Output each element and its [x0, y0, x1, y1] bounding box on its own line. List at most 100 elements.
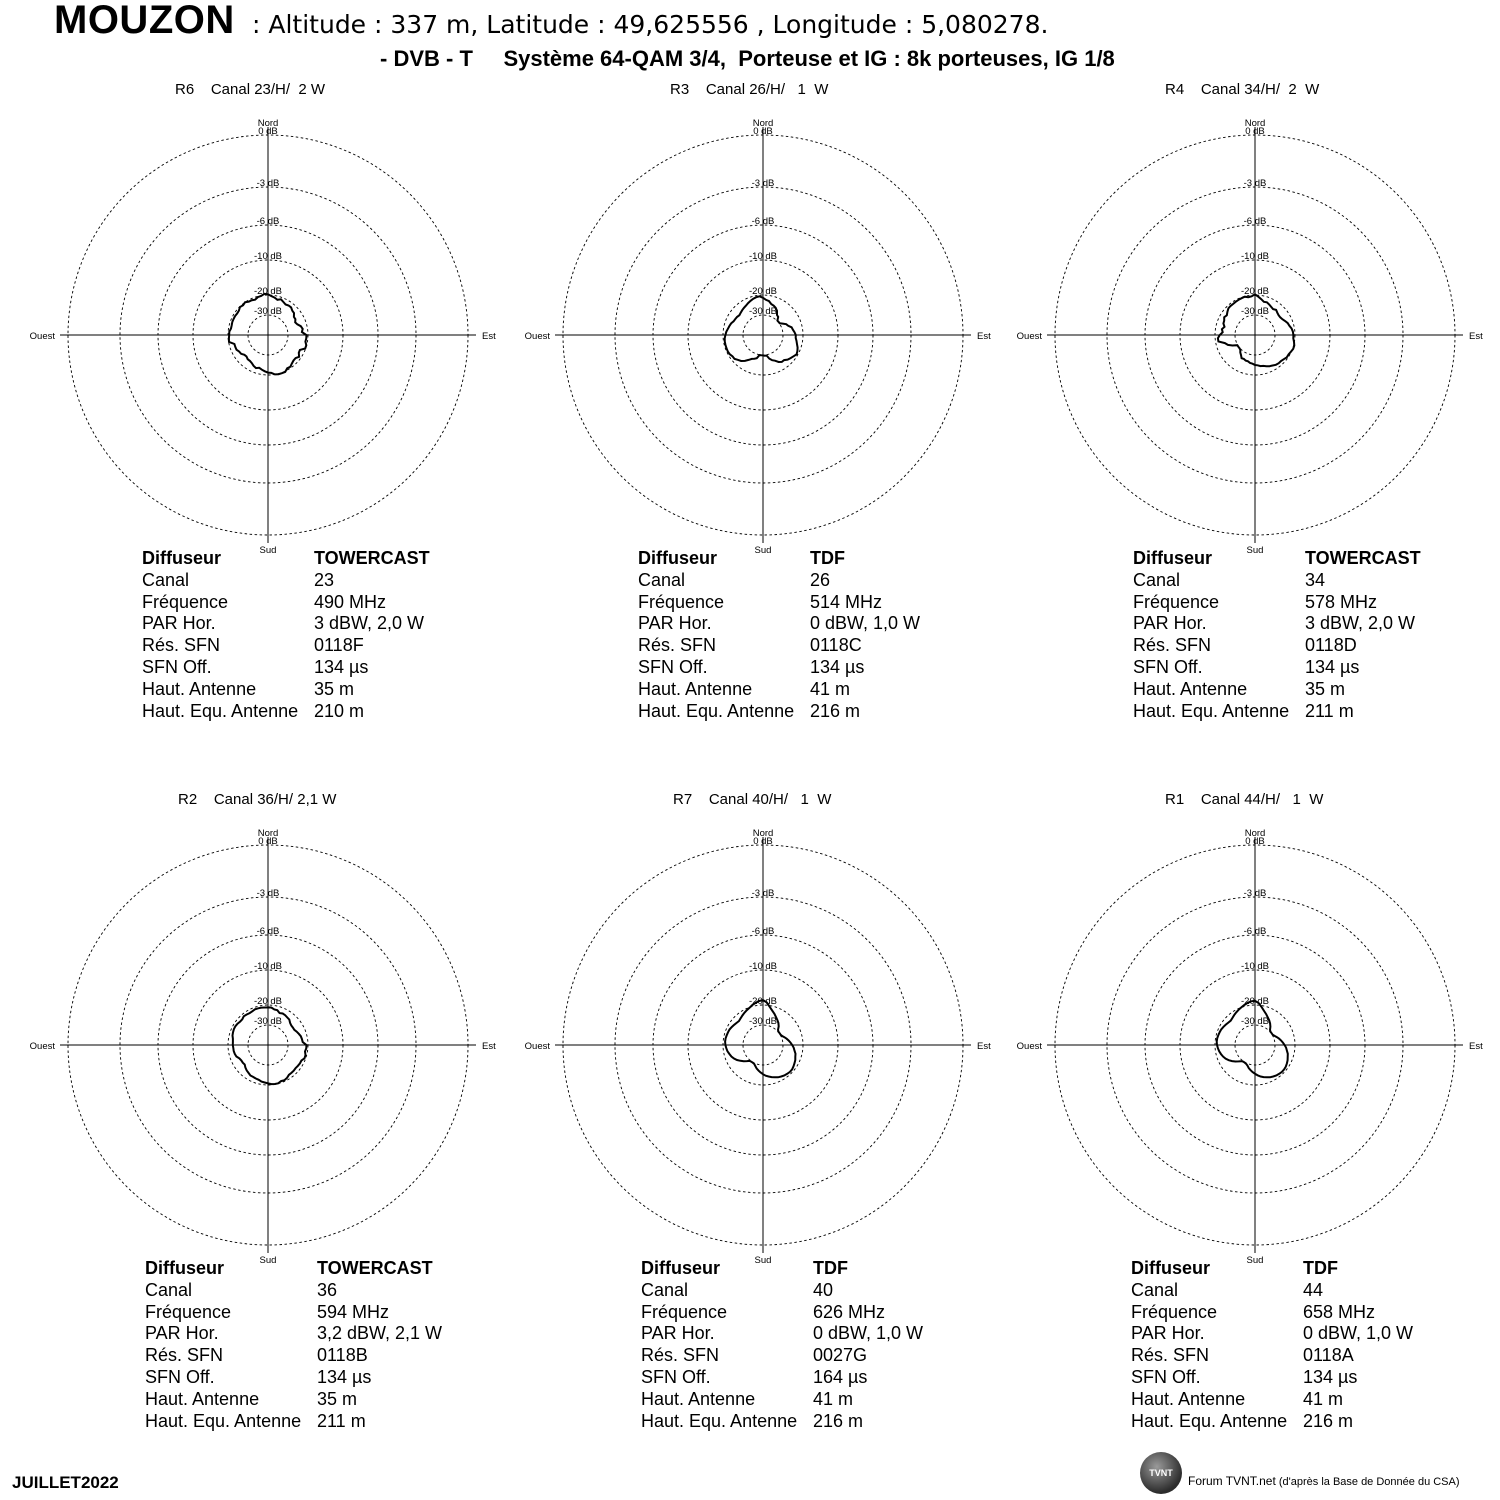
info-value: TOWERCAST [317, 1258, 433, 1278]
polar-diagram: 0 dB-3 dB-6 dB-10 dB-20 dB-30 dBNordSudE… [30, 828, 496, 1266]
direction-north: Nord [753, 828, 774, 839]
ring-label: -10 dB [254, 251, 282, 262]
info-key: Haut. Antenne [641, 1388, 756, 1409]
polar-diagram: 0 dB-3 dB-6 dB-10 dB-20 dB-30 dBNordSudE… [1017, 828, 1483, 1266]
info-key: Haut. Equ. Antenne [145, 1410, 302, 1431]
ring-label: -3 dB [1244, 178, 1267, 189]
polar-diagram: 0 dB-3 dB-6 dB-10 dB-20 dB-30 dBNordSudE… [525, 828, 991, 1266]
ring-label: -30 dB [1241, 1016, 1269, 1027]
direction-west: Ouest [525, 331, 551, 342]
transmitter-panel-5: R7 Canal 40/H/ 1 W 0 dB-3 dB-6 dB-10 dB-… [495, 790, 991, 1480]
info-value: 0027G [813, 1345, 868, 1366]
direction-north: Nord [1245, 118, 1266, 129]
transmitter-panel-2: R3 Canal 26/H/ 1 W 0 dB-3 dB-6 dB-10 dB-… [495, 80, 991, 770]
info-key: Haut. Equ. Antenne [641, 1410, 798, 1431]
info-row: SFN Off.134 µs [638, 657, 920, 679]
direction-north: Nord [753, 118, 774, 129]
ring-label: -30 dB [254, 1016, 282, 1027]
panel-title: R3 Canal 26/H/ 1 W [670, 81, 829, 98]
credit-site[interactable]: Forum TVNT.net [1188, 1474, 1276, 1488]
info-key: PAR Hor. [638, 613, 712, 634]
ring-label: -10 dB [1241, 961, 1269, 972]
info-key: Diffuseur [638, 548, 718, 568]
info-value: 216 m [1303, 1410, 1354, 1431]
info-key: PAR Hor. [145, 1323, 219, 1344]
ring-label: -30 dB [1241, 306, 1269, 317]
polar-diagram: 0 dB-3 dB-6 dB-10 dB-20 dB-30 dBNordSudE… [30, 118, 496, 556]
ring-label: 0 dB [258, 126, 278, 137]
direction-west: Ouest [525, 1041, 551, 1052]
ring-label: -10 dB [1241, 251, 1269, 262]
info-value: 0118A [1303, 1345, 1354, 1366]
info-key: Canal [142, 569, 190, 590]
radiation-pattern-line [1215, 999, 1289, 1079]
ring-label: 0 dB [1245, 126, 1265, 137]
radiation-pattern-line [227, 292, 308, 376]
info-key: Haut. Antenne [638, 678, 753, 699]
info-value: 41 m [1303, 1388, 1344, 1409]
direction-south: Sud [260, 545, 277, 556]
info-value: 594 MHz [317, 1301, 390, 1322]
info-row: Haut. Antenne 41 m [1131, 1389, 1413, 1411]
info-value: 514 MHz [810, 591, 883, 612]
info-key: SFN Off. [638, 656, 708, 677]
info-key: Diffuseur [1133, 548, 1213, 568]
panel-title: R4 Canal 34/H/ 2 W [1165, 81, 1320, 98]
date-label: JUILLET2022 [12, 1473, 119, 1492]
info-row: Diffuseur TDF [638, 548, 920, 570]
info-value: 40 [813, 1279, 834, 1300]
info-value: 211 m [317, 1410, 366, 1431]
polar-diagram: 0 dB-3 dB-6 dB-10 dB-20 dB-30 dBNordSudE… [1017, 118, 1483, 556]
direction-east: Est [482, 331, 496, 342]
info-value: 658 MHz [1303, 1301, 1376, 1322]
info-row: PAR Hor.3 dBW, 2,0 W [142, 613, 430, 635]
radiation-pattern-line [724, 999, 797, 1079]
transmitter-panel-4: R2 Canal 36/H/ 2,1 W 0 dB-3 dB-6 dB-10 d… [0, 790, 496, 1480]
ring-label: -6 dB [257, 926, 280, 937]
info-key: Rés. SFN [1133, 635, 1212, 656]
info-key: Fréquence [1133, 591, 1220, 612]
info-key: Fréquence [641, 1301, 728, 1322]
ring-label: -10 dB [749, 961, 777, 972]
info-key: PAR Hor. [1133, 613, 1207, 634]
info-row: SFN Off.134 µs [1133, 657, 1421, 679]
info-value: 0118C [810, 635, 862, 656]
info-row: SFN Off.134 µs [1131, 1367, 1413, 1389]
info-value: 3 dBW, 2,0 W [1305, 613, 1416, 634]
tvnt-logo-icon: TVNT [1140, 1452, 1182, 1494]
direction-west: Ouest [30, 331, 56, 342]
ring-label: -3 dB [257, 888, 280, 899]
info-key: Haut. Equ. Antenne [1133, 700, 1290, 721]
direction-west: Ouest [30, 1041, 56, 1052]
info-key: SFN Off. [1131, 1366, 1201, 1387]
system-description: - DVB - T Système 64-QAM 3/4, Porteuse e… [380, 46, 1115, 71]
info-value: 0 dBW, 1,0 W [813, 1323, 924, 1344]
ring-label: -20 dB [749, 286, 777, 297]
ring-label: 0 dB [1245, 836, 1265, 847]
info-key: Haut. Antenne [1131, 1388, 1246, 1409]
info-key: PAR Hor. [1131, 1323, 1205, 1344]
ring-label: 0 dB [753, 126, 773, 137]
info-row: SFN Off.134 µs [142, 657, 430, 679]
ring-label: -20 dB [1241, 286, 1269, 297]
info-value: 41 m [813, 1388, 854, 1409]
info-value: TDF [810, 548, 845, 568]
direction-east: Est [977, 331, 991, 342]
